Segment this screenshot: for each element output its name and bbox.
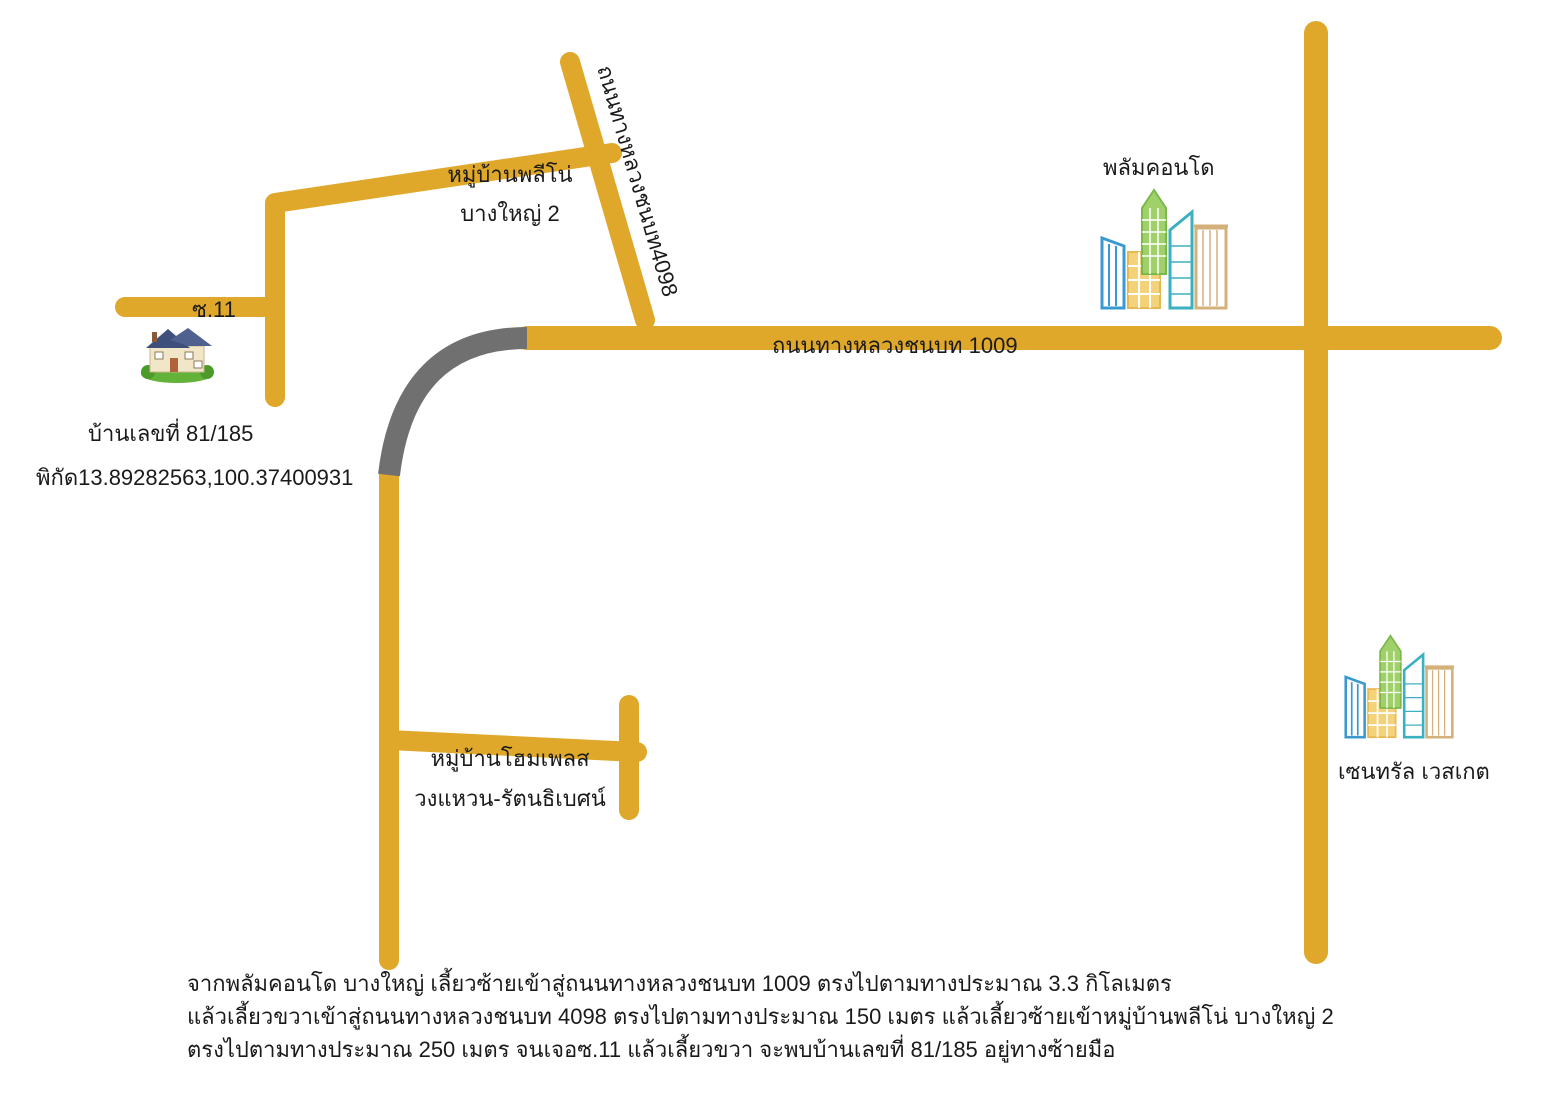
soi-11-label: ซ.11	[192, 297, 236, 322]
buildings-icon	[1344, 634, 1455, 739]
central-westgate-label: เซนทรัล เวสเกต	[1338, 759, 1490, 784]
house-coordinates-label: พิกัด13.89282563,100.37400931	[36, 465, 354, 490]
road-home-place	[379, 730, 647, 762]
home-place-label: หมู่บ้านโฮมเพลส วงแหวน-รัตนธิเบศน์	[405, 741, 615, 816]
buildings-icon	[1100, 188, 1228, 310]
directions-line-3: ตรงไปตามทางประมาณ 250 เมตร จนเจอซ.11 แล้…	[187, 1037, 1116, 1062]
house-icon	[141, 328, 214, 383]
home-place-line1: หมู่บ้านโฮมเพลส	[430, 746, 590, 771]
route-curve	[378, 327, 528, 477]
directions-line-1: จากพลัมคอนโด บางใหญ่ เลี้ยวซ้ายเข้าสู่ถน…	[187, 971, 1172, 996]
plum-condo-label: พลัมคอนโด	[1103, 155, 1215, 180]
village-plino-label: หมู่บ้านพลีโน่ บางใหญ่ 2	[430, 157, 590, 231]
road-1009-label: ถนนทางหลวงชนบท 1009	[772, 333, 1018, 358]
roads	[115, 21, 1502, 970]
house-address-label: บ้านเลขที่ 81/185	[88, 421, 254, 446]
village-plino-line1: หมู่บ้านพลีโน่	[447, 162, 573, 187]
road-4098	[560, 52, 655, 330]
home-place-line2: วงแหวน-รัตนธิเบศน์	[414, 786, 606, 811]
road-village-plino-access	[265, 143, 622, 407]
directions-line-2: แล้วเลี้ยวขวาเข้าสู่ถนนทางหลวงชนบท 4098 …	[187, 1004, 1334, 1029]
village-plino-line2: บางใหญ่ 2	[460, 201, 560, 226]
directions-text: จากพลัมคอนโด บางใหญ่ เลี้ยวซ้ายเข้าสู่ถน…	[187, 967, 1334, 1066]
